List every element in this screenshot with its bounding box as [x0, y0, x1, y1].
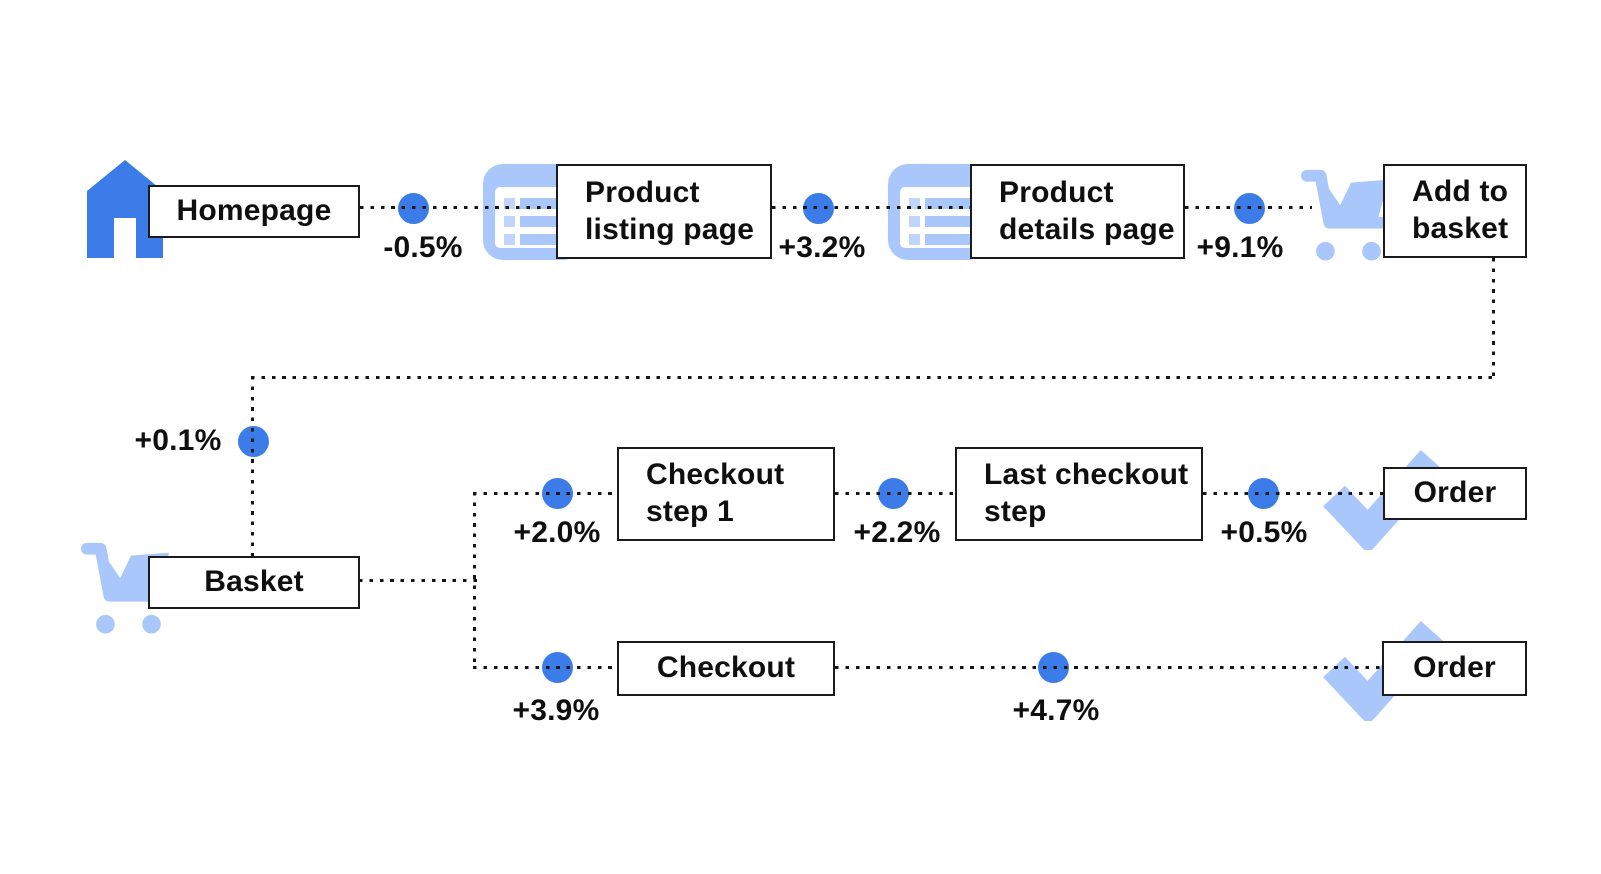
connector-branch-to-checkout: [473, 666, 617, 670]
connector-branch-split: [473, 492, 477, 669]
node-label: Product listing page: [585, 175, 755, 246]
node-label: Checkout step 1: [646, 458, 785, 528]
delta-label: +3.9%: [512, 694, 600, 727]
delta-label: +2.2%: [853, 516, 941, 549]
node-product-details-page: Product details page: [970, 164, 1185, 259]
delta-label: +0.5%: [1220, 516, 1308, 549]
connector-checkout1-to-last: [835, 492, 955, 496]
node-checkout-step-1: Checkout step 1: [617, 447, 835, 541]
node-homepage: Homepage: [148, 185, 360, 238]
node-label: Checkout: [656, 651, 796, 685]
delta-label: +4.7%: [1012, 694, 1100, 727]
connector-add-to-basket: [251, 376, 1496, 380]
connector-homepage-to-listing: [360, 206, 556, 210]
delta-label: -0.5%: [383, 231, 463, 264]
list-page-icon: [888, 164, 988, 260]
connector-branch-to-checkout1: [473, 492, 617, 496]
node-label: Add to basket: [1412, 175, 1509, 245]
connector-add-down: [1492, 258, 1496, 379]
node-label: Order: [1413, 476, 1497, 510]
delta-label: +2.0%: [513, 516, 601, 549]
node-last-checkout-step: Last checkout step: [955, 447, 1203, 541]
delta-label: +3.2%: [778, 231, 866, 264]
connector-last-to-order: [1203, 492, 1383, 496]
node-add-to-basket: Add to basket: [1383, 164, 1527, 258]
node-label: Basket: [204, 565, 304, 599]
connector-down-to-basket: [251, 376, 255, 557]
cart-icon: [1298, 164, 1398, 262]
node-order-top: Order: [1383, 467, 1527, 520]
node-product-listing-page: Product listing page: [556, 164, 772, 259]
node-checkout: Checkout: [617, 641, 835, 696]
node-label: Last checkout step: [984, 458, 1189, 528]
connector-listing-to-details: [772, 206, 970, 210]
node-order-bottom: Order: [1382, 641, 1527, 696]
delta-label: +9.1%: [1196, 231, 1284, 264]
connector-basket-out: [359, 579, 477, 583]
delta-label: +0.1%: [134, 424, 222, 457]
connector-checkout-to-order: [835, 666, 1382, 670]
node-label: Product details page: [999, 175, 1175, 246]
node-basket: Basket: [148, 556, 360, 609]
home-icon: [78, 158, 172, 260]
node-label: Homepage: [176, 194, 332, 228]
node-label: Order: [1413, 651, 1496, 685]
connector-details-to-add: [1185, 206, 1312, 210]
